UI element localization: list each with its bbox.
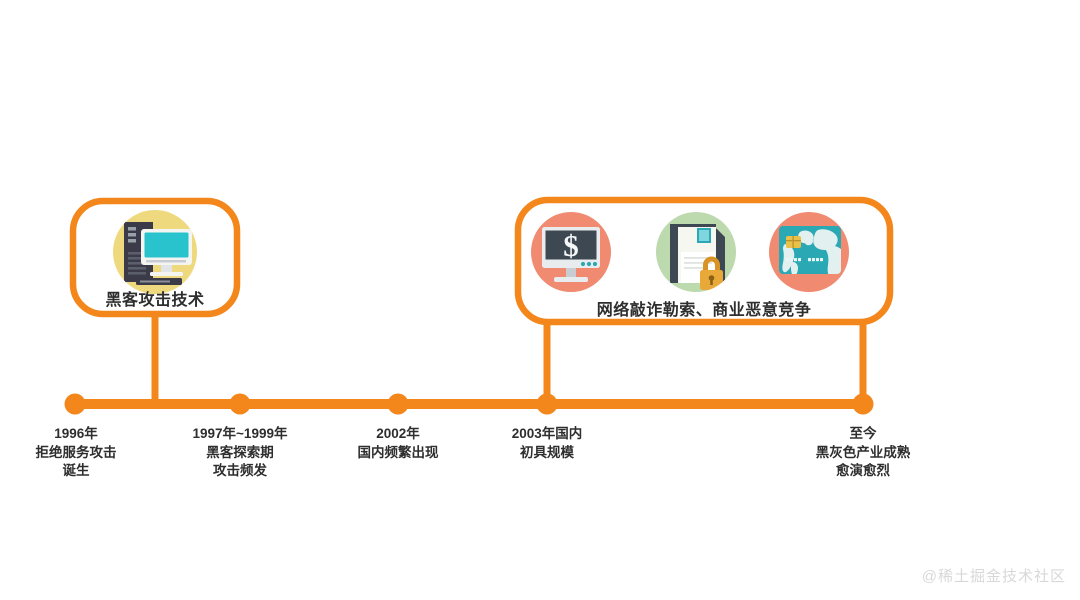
- milestone-line: 拒绝服务攻击: [35, 444, 117, 460]
- milestone-line: 黑客探索期: [206, 444, 274, 460]
- timeline-dot-4[interactable]: [536, 393, 558, 415]
- milestone-line: 1997年~1999年: [192, 426, 288, 441]
- desktop-computer-icon: [113, 210, 197, 294]
- timeline-dot-5[interactable]: [852, 393, 874, 415]
- milestone-line: 2002年: [376, 426, 420, 441]
- svg-text:$: $: [563, 228, 579, 263]
- world-credit-card-icon: [769, 212, 849, 292]
- timeline-dot-3[interactable]: [387, 393, 409, 415]
- locked-floppy-disk-icon: [656, 212, 736, 292]
- milestone-line: 攻击频发: [213, 463, 267, 478]
- milestone-label-2002: 2002年 国内频繁出现: [330, 425, 466, 462]
- milestone-line: 国内频繁出现: [357, 444, 439, 460]
- milestone-label-1997-1999: 1997年~1999年 黑客探索期 攻击频发: [162, 425, 318, 481]
- connector-stems: [151, 314, 867, 404]
- milestone-label-2003: 2003年国内 初具规模: [481, 425, 613, 462]
- milestone-label-present: 至今 黑灰色产业成熟 愈演愈烈: [783, 425, 943, 481]
- timeline-dot-1[interactable]: [64, 393, 86, 415]
- card-title-hacking-tech: 黑客攻击技术: [105, 292, 205, 309]
- milestone-line: 至今: [849, 426, 877, 441]
- money-monitor-icon: $: [531, 212, 611, 292]
- milestone-line: 2003年国内: [511, 426, 583, 441]
- card-title-cyber-extortion: 网络敲诈勒索、商业恶意竞争: [596, 302, 812, 319]
- milestone-line: 1996年: [54, 426, 98, 441]
- timeline-axis: [64, 393, 874, 415]
- watermark: @稀土掘金技术社区: [921, 568, 1066, 585]
- milestone-line: 诞生: [62, 463, 90, 478]
- milestone-line: 愈演愈烈: [836, 463, 890, 478]
- timeline-dot-2[interactable]: [229, 393, 251, 415]
- milestone-line: 黑灰色产业成熟: [815, 444, 911, 460]
- milestone-label-1996: 1996年 拒绝服务攻击 诞生: [0, 425, 152, 481]
- milestone-line: 初具规模: [520, 444, 574, 460]
